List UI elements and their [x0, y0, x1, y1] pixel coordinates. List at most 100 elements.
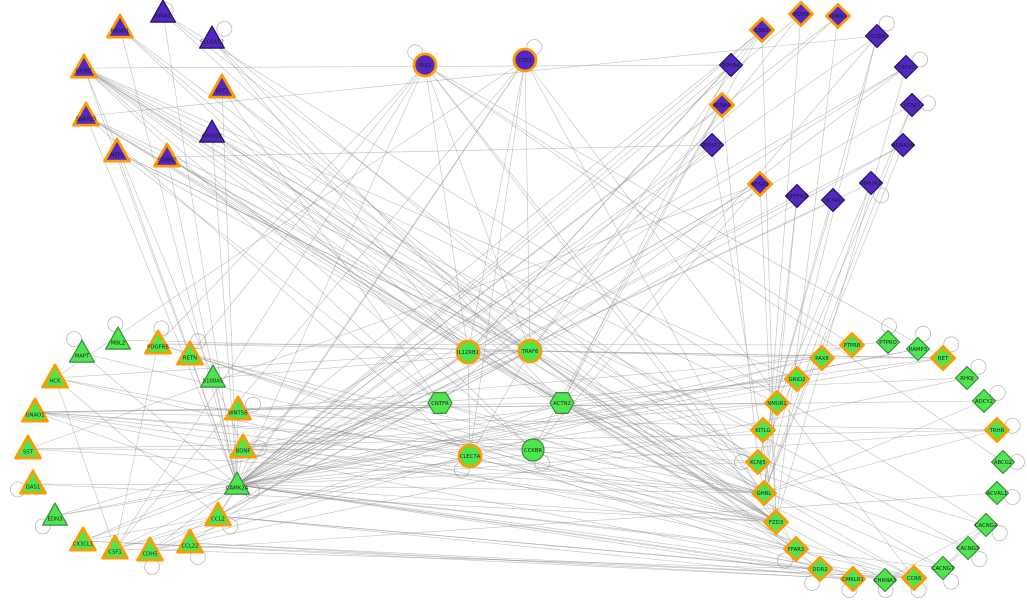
edge-GRIN2B-CCKBR: [211, 132, 534, 451]
node-shape: [103, 137, 131, 163]
node-GRIN2B[interactable]: GRIN2B: [199, 119, 225, 143]
edge-GRIA1-TRAF6: [162, 12, 531, 352]
node-RET[interactable]: RET: [930, 345, 956, 371]
node-ACVRL1[interactable]: ACVRL1: [984, 480, 1010, 506]
node-SST[interactable]: SST: [14, 434, 42, 460]
node-HCK[interactable]: HCK: [41, 363, 69, 389]
self-loop-edge: [804, 575, 821, 591]
edge-GNAO1-ADCY2: [34, 400, 985, 413]
node-NTSR1[interactable]: NTSR1: [747, 171, 773, 197]
node-GRIN1[interactable]: GRIN1: [70, 53, 98, 79]
node-SLC6A12[interactable]: SLC6A12: [199, 25, 225, 49]
edge-NEFL-CAMK2A: [116, 151, 238, 486]
node-PDYN[interactable]: PDYN: [788, 1, 814, 27]
edge-NMUR2-CAMK2A: [236, 182, 872, 486]
edge-GAS1-FZD3: [32, 483, 777, 523]
edge-SYT1-TRAF6: [221, 87, 531, 352]
edge-PDYN-CAMK2A: [236, 13, 802, 486]
node-STMN2[interactable]: STMN2: [153, 142, 181, 168]
node-ACTN2[interactable]: ACTN2: [549, 392, 575, 414]
edge-IRS1-ABCG2: [424, 64, 1004, 463]
edge-PDGFRB-FZD3: [157, 343, 777, 523]
node-NRXN1[interactable]: NRXN1: [106, 13, 134, 39]
edge-EPHA4-CAMK2A: [236, 64, 732, 486]
node-SYT1[interactable]: SYT1: [208, 73, 236, 99]
self-loop-edge: [776, 552, 793, 569]
node-PDGFRB[interactable]: PDGFRB: [144, 329, 172, 355]
edge-GNAO1-GHRL: [34, 411, 765, 494]
node-shape: [893, 54, 919, 80]
edge-ACTN2-CACNG2: [561, 402, 987, 526]
node-GAS1[interactable]: GAS1: [19, 469, 47, 495]
node-MAPT[interactable]: MAPT: [69, 339, 95, 363]
edge-IL12RB1-HCK: [54, 351, 469, 379]
node-CACNG3[interactable]: CACNG3: [955, 535, 981, 561]
edge-CNTFR-FZD3: [439, 402, 777, 523]
node-GNAO1[interactable]: GNAO1: [21, 397, 49, 423]
node-CCKBR[interactable]: CCKBR: [521, 438, 545, 462]
edge-STMN2-FFAR3: [166, 156, 797, 550]
node-SNAP25[interactable]: SNAP25: [72, 101, 100, 127]
node-shape: [199, 119, 225, 143]
node-ADCY2[interactable]: ADCY2: [971, 388, 997, 414]
edge-RETN-GHRL: [189, 354, 765, 494]
edge-NTSR1-IL12RB1: [467, 183, 761, 353]
node-NPFFR2[interactable]: NPFFR2: [784, 183, 810, 209]
edge-EPHA7-CAMK2A: [236, 144, 713, 486]
node-TRHR[interactable]: TRHR: [984, 417, 1010, 443]
edge-EPHA4-IL12RB1: [467, 64, 732, 353]
edge-SLC6A12-GHRL: [211, 38, 765, 494]
node-CNR1[interactable]: CNR1: [749, 17, 775, 43]
node-shape: [21, 397, 49, 423]
node-CNTFR[interactable]: CNTFR: [427, 392, 453, 414]
node-shape: [840, 566, 866, 592]
node-OPRK1[interactable]: OPRK1: [825, 3, 851, 29]
node-shape: [521, 438, 545, 462]
node-shape: [427, 392, 453, 414]
edge-STMN2-EPHA7: [166, 144, 713, 158]
edge-NPFFR2-NMUR1: [776, 195, 798, 404]
edge-layer: [27, 12, 1004, 581]
node-CX3CL1[interactable]: CX3CL1: [69, 526, 97, 552]
node-KCNJ9[interactable]: KCNJ9: [820, 187, 846, 213]
self-loop-edge: [878, 15, 895, 32]
self-loop-edge: [216, 20, 233, 37]
edge-TRAF6-CLEC7A: [469, 350, 531, 457]
node-shape: [224, 471, 250, 495]
node-shape: [890, 132, 916, 158]
node-ADRA2A[interactable]: ADRA2A: [890, 132, 916, 158]
edge-CCL22-CCR6: [189, 542, 915, 579]
edge-CSF1-DDR2: [114, 548, 821, 570]
edge-TRPV1-CAMK2A: [236, 66, 907, 486]
node-CSF1[interactable]: CSF1: [101, 534, 129, 560]
edge-CAMK2A-GAS1: [32, 483, 238, 486]
node-CLEC7A[interactable]: CLEC7A: [457, 443, 483, 469]
node-CCR6[interactable]: CCR6: [901, 565, 927, 591]
node-MBL2[interactable]: MBL2: [105, 326, 131, 350]
node-TRPV1[interactable]: TRPV1: [893, 54, 919, 80]
edge-BDNF-NMUR1: [242, 402, 778, 449]
edge-CCL2-CMKLR1: [217, 515, 854, 580]
node-CSF2[interactable]: CSF2: [512, 47, 538, 73]
node-KCNJ3[interactable]: KCNJ3: [899, 92, 925, 118]
edge-CAMK2A-S100A5: [212, 377, 238, 486]
self-loop-edge: [943, 336, 960, 353]
node-NEFL[interactable]: NEFL: [103, 137, 131, 163]
node-RETN[interactable]: RETN: [176, 340, 204, 366]
node-NMUR1[interactable]: NMUR1: [764, 390, 790, 416]
node-shape: [864, 23, 890, 49]
edge-NMUR2-NMUR1: [776, 182, 872, 404]
node-IL12RB1[interactable]: IL12RB1: [455, 339, 481, 365]
node-ABCG2[interactable]: ABCG2: [990, 449, 1016, 475]
edge-EPHA4-ACTN2: [561, 64, 732, 404]
node-RHOJ[interactable]: RHOJ: [954, 365, 980, 391]
node-PTPRO[interactable]: PTPRO: [875, 329, 901, 355]
node-shape: [101, 534, 129, 560]
node-GRIA1[interactable]: GRIA1: [150, 0, 176, 23]
edge-CAMK2A-CHRNA3: [236, 484, 886, 581]
self-loop-edge: [912, 51, 929, 68]
edge-CAMK2A-MAPT: [81, 352, 238, 486]
node-KCNJ6[interactable]: KCNJ6: [864, 23, 890, 49]
node-IRS1[interactable]: IRS1: [412, 52, 438, 78]
node-TRAF6[interactable]: TRAF6: [517, 338, 543, 364]
